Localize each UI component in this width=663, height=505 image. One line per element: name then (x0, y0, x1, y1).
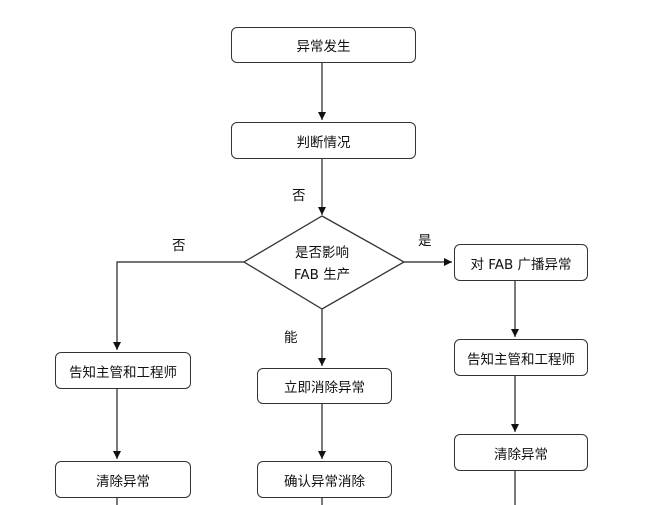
node-clear-now: 立即消除异常 (257, 368, 392, 404)
node-clear-now-label: 立即消除异常 (284, 380, 365, 396)
node-notify-right: 告知主管和工程师 (454, 339, 588, 376)
node-clear-right: 清除异常 (454, 434, 588, 471)
node-clear-left: 清除异常 (55, 461, 191, 498)
node-notify-left: 告知主管和工程师 (55, 352, 191, 389)
decision-diamond (242, 215, 406, 310)
decision-label-line2: FAB 生产 (293, 267, 351, 283)
node-clear-left-label: 清除异常 (96, 473, 150, 490)
node-broadcast: 对 FAB 广播异常 (454, 244, 588, 281)
node-clear-right-label: 清除异常 (494, 446, 548, 463)
node-notify-right-label: 告知主管和工程师 (467, 351, 575, 368)
edge-label-left-no: 否 (172, 238, 186, 254)
node-judge-label: 判断情况 (296, 134, 351, 151)
node-start-label: 异常发生 (296, 39, 351, 55)
node-broadcast-label: 对 FAB 广播异常 (470, 256, 572, 273)
edge-label-right-yes: 是 (418, 233, 432, 249)
node-confirm-label: 确认异常消除 (284, 473, 365, 490)
decision-label-line1: 是否影响 (295, 245, 349, 261)
edge-label-top-no: 否 (292, 188, 306, 204)
edge-label-down-can: 能 (284, 330, 298, 346)
node-notify-left-label: 告知主管和工程师 (69, 364, 177, 381)
node-confirm: 确认异常消除 (257, 461, 392, 498)
node-start: 异常发生 (231, 27, 416, 63)
node-judge: 判断情况 (231, 122, 416, 159)
edge-decision-notify-left (113, 261, 244, 350)
decision-label: 是否影响 FAB 生产 (264, 242, 380, 286)
